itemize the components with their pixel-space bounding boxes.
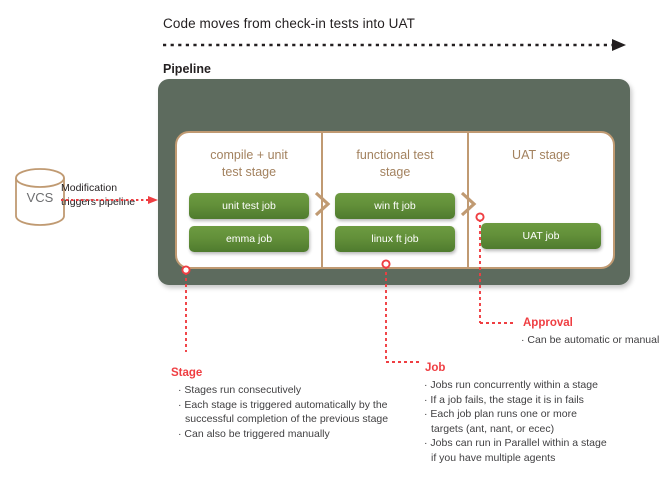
cylinder-icon: [15, 168, 65, 226]
job-bullet-5: if you have multiple agents: [431, 451, 556, 464]
stage-bullet-0: · Stages run consecutively: [178, 384, 302, 396]
stage-leader-line: [181, 265, 191, 352]
job-linux-ft[interactable]: linux ft job: [335, 226, 455, 252]
trigger-arrow-icon: [61, 196, 158, 204]
job-bullet-3: targets (ant, nant, or ecec): [431, 422, 555, 435]
approval-bullet-0: · Can be automatic or manual: [521, 334, 660, 346]
job-list: win ft job linux ft job: [335, 193, 455, 259]
stage-transition-chevron-icon: [314, 191, 331, 217]
approval-callout-title: Approval: [523, 317, 573, 329]
stage-compile-unit-test[interactable]: compile + unit test stage unit test job …: [177, 133, 321, 267]
stage-transition-chevron-icon: [460, 191, 477, 217]
approval-leader-line: [475, 212, 516, 324]
job-bullet-1: · If a job fails, the stage it is in fai…: [424, 393, 584, 406]
modification-trigger-line1: Modification: [61, 182, 118, 194]
stage-bullet-3: · Can also be triggered manually: [178, 427, 330, 440]
job-win-ft[interactable]: win ft job: [335, 193, 455, 219]
stage-callout-title: Stage: [171, 367, 203, 379]
job-bullet-0: · Jobs run concurrently within a stage: [424, 379, 598, 391]
approval-callout-body: · Can be automatic or manual: [521, 333, 659, 348]
job-leader-line: [381, 259, 422, 363]
stage-title: compile + unit test stage: [187, 147, 311, 181]
job-list: unit test job emma job: [189, 193, 309, 259]
job-bullet-2: · Each job plan runs one or more: [424, 408, 577, 420]
modification-trigger-line2: triggers pipeline: [61, 195, 136, 208]
stage-bullet-1: · Each stage is triggered automatically …: [178, 398, 388, 411]
stage-functional-test[interactable]: functional test stage win ft job linux f…: [314, 133, 467, 267]
vcs-datastore: VCS: [14, 168, 66, 226]
stage-title-line2: test stage: [221, 165, 277, 179]
modification-trigger-label: Modification triggers pipeline: [61, 182, 153, 209]
stage-title: functional test stage: [333, 147, 457, 181]
stage-title-line2: stage: [379, 165, 411, 179]
job-callout-title: Job: [425, 362, 446, 374]
job-bullet-4: · Jobs can run in Parallel within a stag…: [424, 437, 607, 449]
stage-callout-body: · Stages run consecutively · Each stage …: [178, 383, 388, 441]
flow-direction-arrow-icon: [163, 39, 626, 51]
stages-panel: compile + unit test stage unit test job …: [175, 131, 615, 269]
stage-uat[interactable]: UAT stage UAT job: [460, 133, 613, 267]
diagram-caption: Code moves from check-in tests into UAT: [163, 16, 415, 31]
stage-title-line1: compile + unit: [210, 148, 288, 162]
job-emma[interactable]: emma job: [189, 226, 309, 252]
job-uat[interactable]: UAT job: [481, 223, 601, 249]
job-unit-test[interactable]: unit test job: [189, 193, 309, 219]
stage-title-line1: functional test: [356, 148, 434, 162]
stage-title: UAT stage: [479, 147, 603, 164]
stage-title-line1: UAT stage: [512, 148, 570, 162]
pipeline-label: Pipeline: [163, 62, 211, 76]
job-callout-body: · Jobs run concurrently within a stage ·…: [424, 378, 607, 465]
job-list: UAT job: [481, 223, 601, 256]
stage-bullet-2: successful completion of the previous st…: [185, 413, 389, 425]
